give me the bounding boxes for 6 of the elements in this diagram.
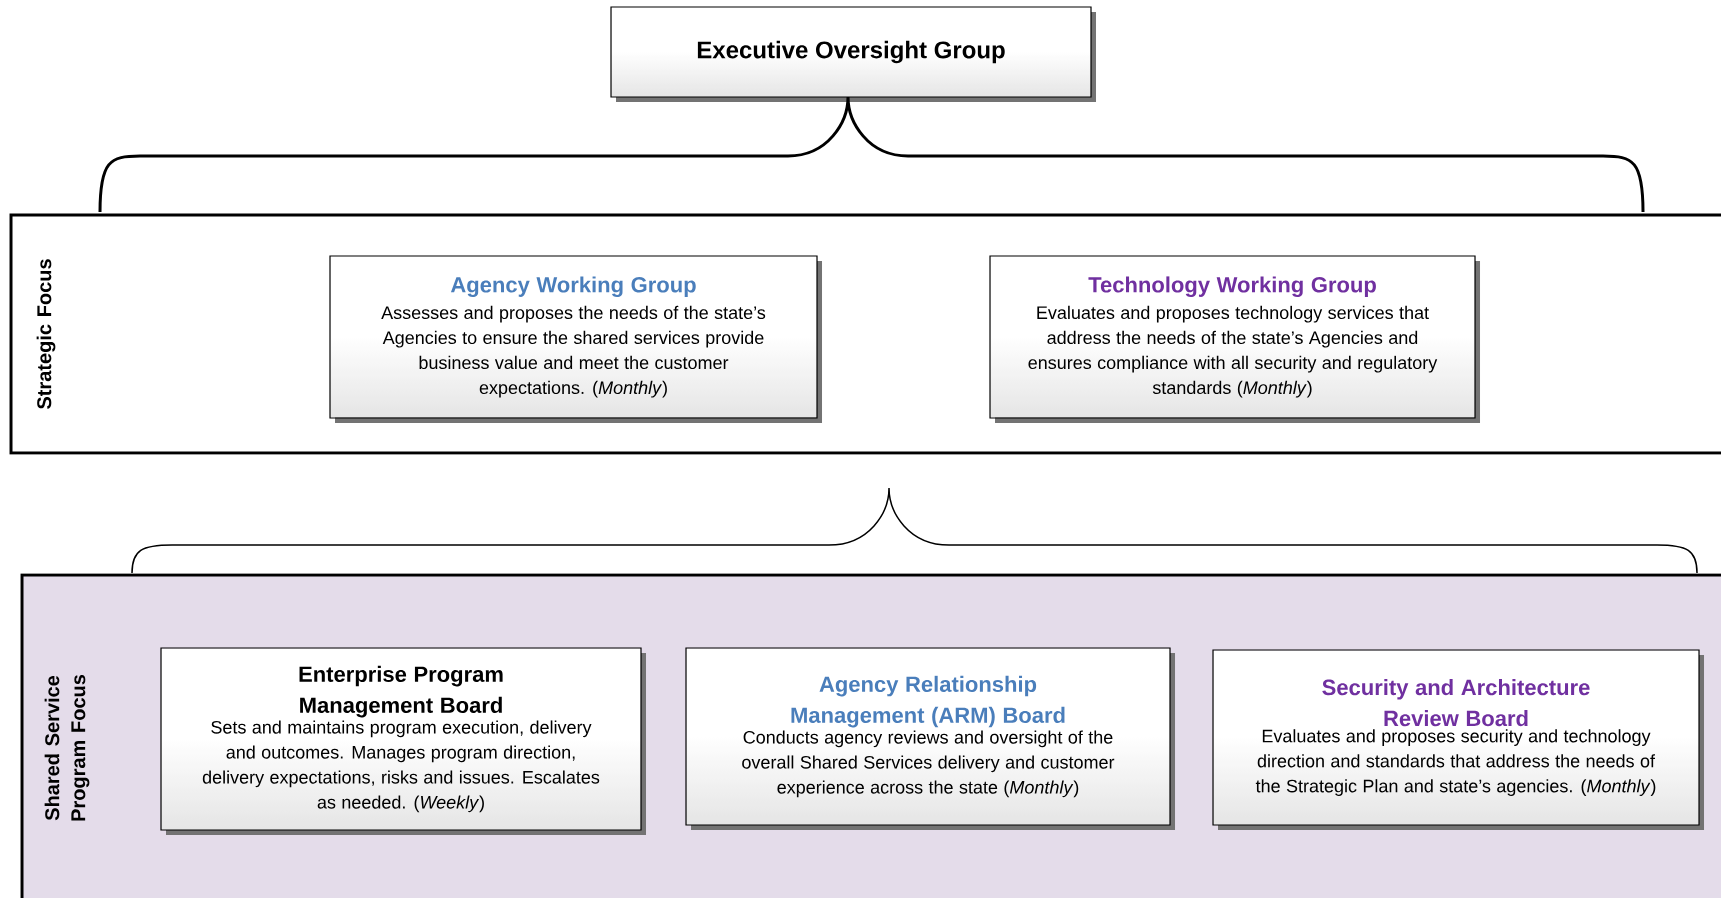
board-box: Technology Working Group Evaluates and proposes technology services that address the needs of the state’s Agencies and ensures compliance with all security and regulatory standards (Monthly) [989,255,1480,423]
executive-box: Executive Oversight Group [610,6,1096,102]
board-box: Agency Relationship Management (ARM) Board Conducts agency reviews and oversight of the overall Shared Services delivery and customer experience across the state (Monthly) [685,647,1175,830]
board-box: Agency Working Group Assesses and proposes the needs of the state’s Agencies to ensure the shared services provide business value and meet the customer expectations. (Monthly) [329,255,822,423]
board-box: Enterprise Program Management Board Sets and maintains program execution, delivery and outcomes. Manages program direction, delivery expectations, risks and issues. Escalates as needed. (Weekly) [160,647,646,835]
board-box: Security and Architecture Review Board Evaluates and proposes security and technology direction and standards that address the needs of the Strategic Plan and state’s agencies. (Monthly) [1212,649,1704,830]
